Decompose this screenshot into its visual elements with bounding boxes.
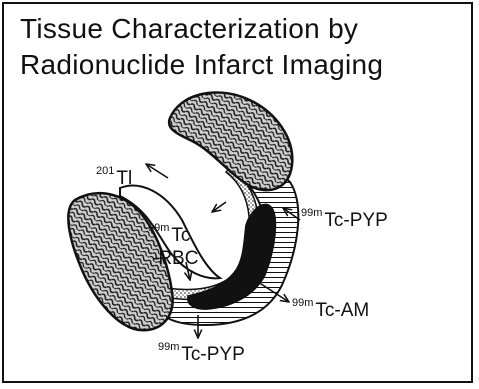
label-rbc-line2: -RBC [152, 248, 198, 269]
arrow-rbc-up [212, 202, 226, 212]
arrow-thallium [146, 164, 168, 178]
